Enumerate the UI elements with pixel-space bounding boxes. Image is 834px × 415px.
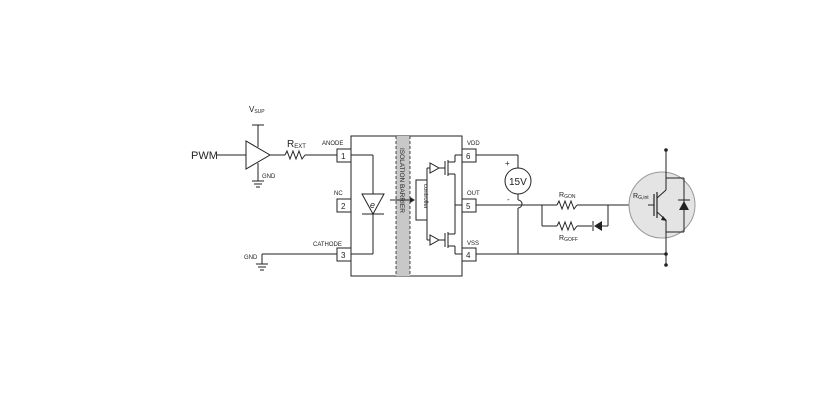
rext-label: REXT [287, 139, 306, 150]
vss-label: VSS [467, 241, 479, 247]
upper-output-transistor [427, 154, 462, 205]
igbt-circle [628, 171, 696, 239]
anode-label: ANODE [322, 141, 343, 147]
svg-text:2: 2 [341, 202, 346, 211]
igbt-module: RG,int [628, 148, 696, 267]
rgon-label: RGON [559, 192, 576, 200]
isolation-barrier [396, 136, 410, 276]
out-label: OUT [467, 191, 480, 197]
lower-driver-buffer-icon [429, 234, 441, 246]
minus-label: - [507, 195, 510, 204]
emulated-led-icon [361, 193, 385, 216]
svg-text:1: 1 [341, 152, 346, 161]
gate-resistor-network: RGON RGOFF [476, 192, 648, 243]
rext-resistor: REXT [270, 139, 337, 161]
left-ground: GND [244, 253, 337, 271]
controller-label: controller [422, 184, 428, 209]
buffer-triangle-icon [245, 140, 271, 170]
freewheel-diode-icon [679, 201, 689, 210]
controller-block [415, 179, 428, 221]
buffer-gnd-label: GND [262, 174, 276, 180]
input-buffer: VSUP GND [245, 105, 276, 188]
vdd-supply: 15V + - [476, 154, 532, 254]
svg-text:3: 3 [341, 251, 346, 260]
vsup-label: VSUP [249, 105, 265, 115]
ic-package: ISOLATION BARRIER 1 ANODE 2 NC 3 CATHODE… [313, 135, 480, 277]
source-voltage-label: 15V [509, 177, 527, 188]
rgon-resistor-icon [556, 199, 578, 211]
svg-text:4: 4 [466, 251, 471, 260]
vdd-label: VDD [467, 141, 480, 147]
emulated-led-label: e [370, 200, 375, 210]
lower-output-transistor [427, 205, 462, 255]
pwm-label: PWM [191, 150, 218, 162]
rgoff-resistor-icon [556, 220, 578, 232]
nc-label: NC [334, 191, 343, 197]
upper-driver-buffer-icon [429, 162, 441, 174]
cathode-label: CATHODE [313, 242, 342, 248]
plus-label: + [505, 159, 510, 168]
svg-text:6: 6 [466, 152, 471, 161]
pin-2 [336, 198, 352, 213]
isolation-barrier-label: ISOLATION BARRIER [398, 148, 405, 213]
rgoff-diode-icon [594, 221, 602, 231]
rgoff-label: RGOFF [559, 235, 578, 243]
resistor-icon [284, 149, 306, 161]
rgint-label: RG,int [633, 193, 649, 201]
svg-text:5: 5 [466, 202, 471, 211]
vss-return [476, 252, 668, 256]
pwm-input: PWM [191, 150, 246, 162]
gnd-left-label: GND [244, 255, 258, 261]
